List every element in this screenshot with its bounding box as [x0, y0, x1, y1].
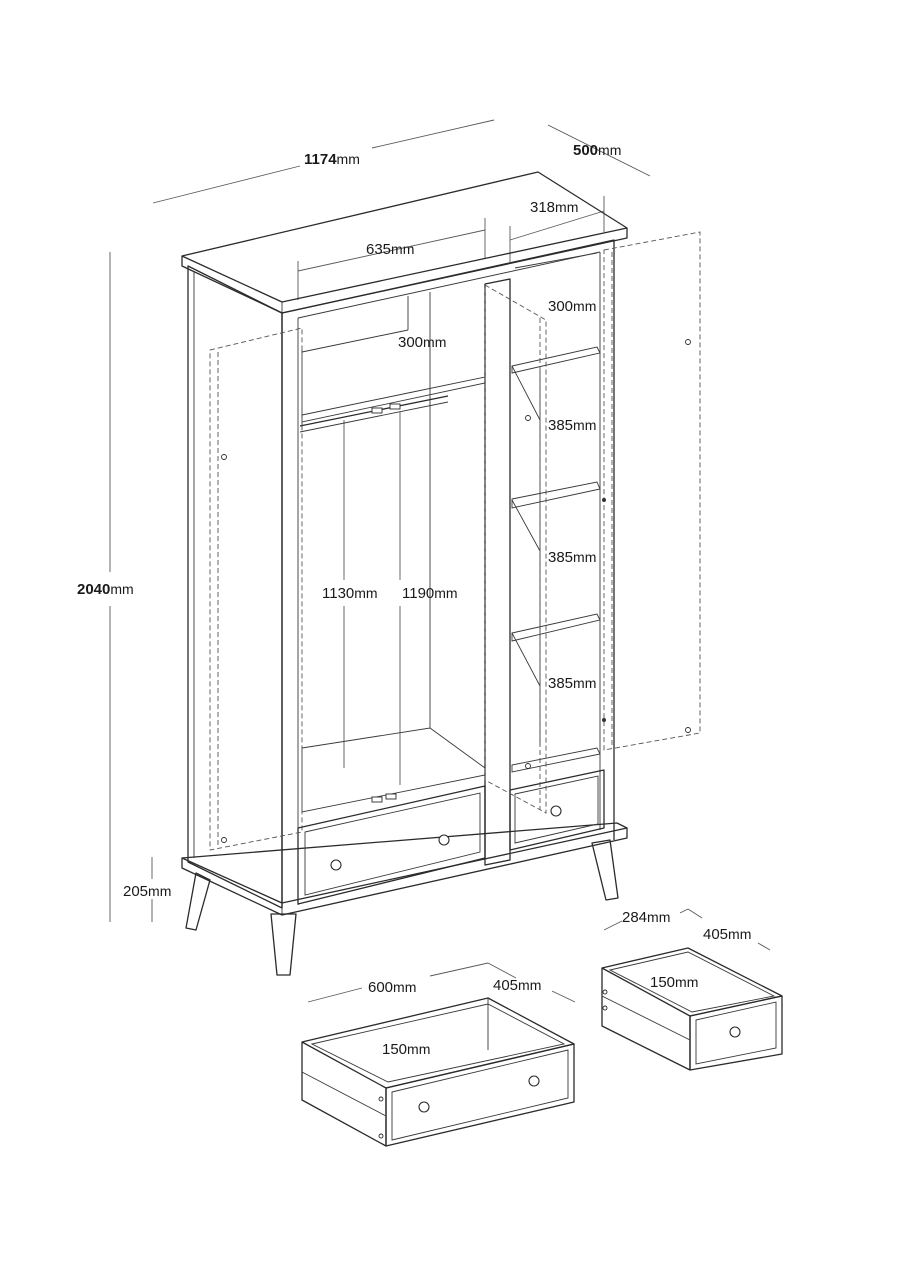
large-drawer-depth-label: 405mm	[493, 978, 541, 993]
large-drawer-width-value: 600	[368, 979, 394, 996]
large-drawer-height-unit: mm	[407, 1041, 431, 1057]
top-shelf-right-label: 300mm	[548, 299, 596, 314]
small-drawer-width-label: 284mm	[622, 910, 670, 925]
right-compartment-width-label: 318mm	[530, 200, 578, 215]
left-compartment-width-unit: mm	[391, 241, 415, 257]
large-drawer-depth-value: 405	[493, 977, 519, 994]
hanging-right-unit: mm	[434, 585, 458, 601]
leg-height-value: 205	[123, 883, 149, 900]
wardrobe-body	[181, 171, 628, 976]
open-doors	[209, 231, 701, 851]
left-compartment-width-label: 635mm	[366, 242, 414, 257]
small-drawer-drawing	[601, 947, 783, 1071]
leg-height-label: 205mm	[123, 884, 171, 899]
large-drawer-height-label: 150mm	[382, 1042, 430, 1057]
shelf-gap-3-unit: mm	[573, 675, 597, 691]
dimension-lines	[109, 119, 771, 1003]
total-depth-unit: mm	[598, 142, 622, 158]
small-drawer-width-unit: mm	[647, 909, 671, 925]
large-drawer-width-unit: mm	[393, 979, 417, 995]
top-shelf-right-value: 300	[548, 298, 574, 315]
left-compartment-width-value: 635	[366, 241, 392, 258]
hanging-left-value: 1130	[322, 585, 355, 602]
shelf-gap-3-value: 385	[548, 675, 574, 692]
total-width-value: 1174	[304, 151, 337, 168]
total-width-label: 1174mm	[304, 152, 360, 167]
shelf-gap-1-label: 385mm	[548, 418, 596, 433]
hanging-right-label: 1190mm	[402, 586, 458, 601]
top-shelf-right-unit: mm	[573, 298, 597, 314]
total-height-unit: mm	[110, 581, 134, 597]
wardrobe-drawers	[297, 769, 605, 905]
right-compartment-width-value: 318	[530, 199, 556, 216]
right-compartment-width-unit: mm	[555, 199, 579, 215]
large-drawer-height-value: 150	[382, 1041, 408, 1058]
small-drawer-depth-unit: mm	[728, 926, 752, 942]
hanging-left-label: 1130mm	[322, 586, 378, 601]
total-depth-value: 500	[573, 142, 599, 159]
shelf-gap-2-label: 385mm	[548, 550, 596, 565]
leg-height-unit: mm	[148, 883, 172, 899]
shelf-gap-2-unit: mm	[573, 549, 597, 565]
small-drawer-height-value: 150	[650, 974, 676, 991]
small-drawer-depth-value: 405	[703, 926, 729, 943]
total-depth-label: 500mm	[573, 143, 621, 158]
top-shelf-left-label: 300mm	[398, 335, 446, 350]
top-shelf-left-unit: mm	[423, 334, 447, 350]
total-width-unit: mm	[336, 151, 360, 167]
small-drawer-depth-label: 405mm	[703, 927, 751, 942]
total-height-value: 2040	[77, 581, 111, 598]
total-height-label: 2040mm	[77, 582, 134, 597]
shelf-gap-1-unit: mm	[573, 417, 597, 433]
shelf-gap-3-label: 385mm	[548, 676, 596, 691]
shelf-gap-1-value: 385	[548, 417, 574, 434]
large-drawer-depth-unit: mm	[518, 977, 542, 993]
small-drawer-height-label: 150mm	[650, 975, 698, 990]
small-drawer-height-unit: mm	[675, 974, 699, 990]
hanging-left-unit: mm	[354, 585, 378, 601]
small-drawer-width-value: 284	[622, 909, 648, 926]
top-shelf-left-value: 300	[398, 334, 424, 351]
large-drawer-drawing	[301, 997, 575, 1147]
hanging-right-value: 1190	[402, 585, 435, 602]
large-drawer-width-label: 600mm	[368, 980, 416, 995]
shelf-gap-2-value: 385	[548, 549, 574, 566]
